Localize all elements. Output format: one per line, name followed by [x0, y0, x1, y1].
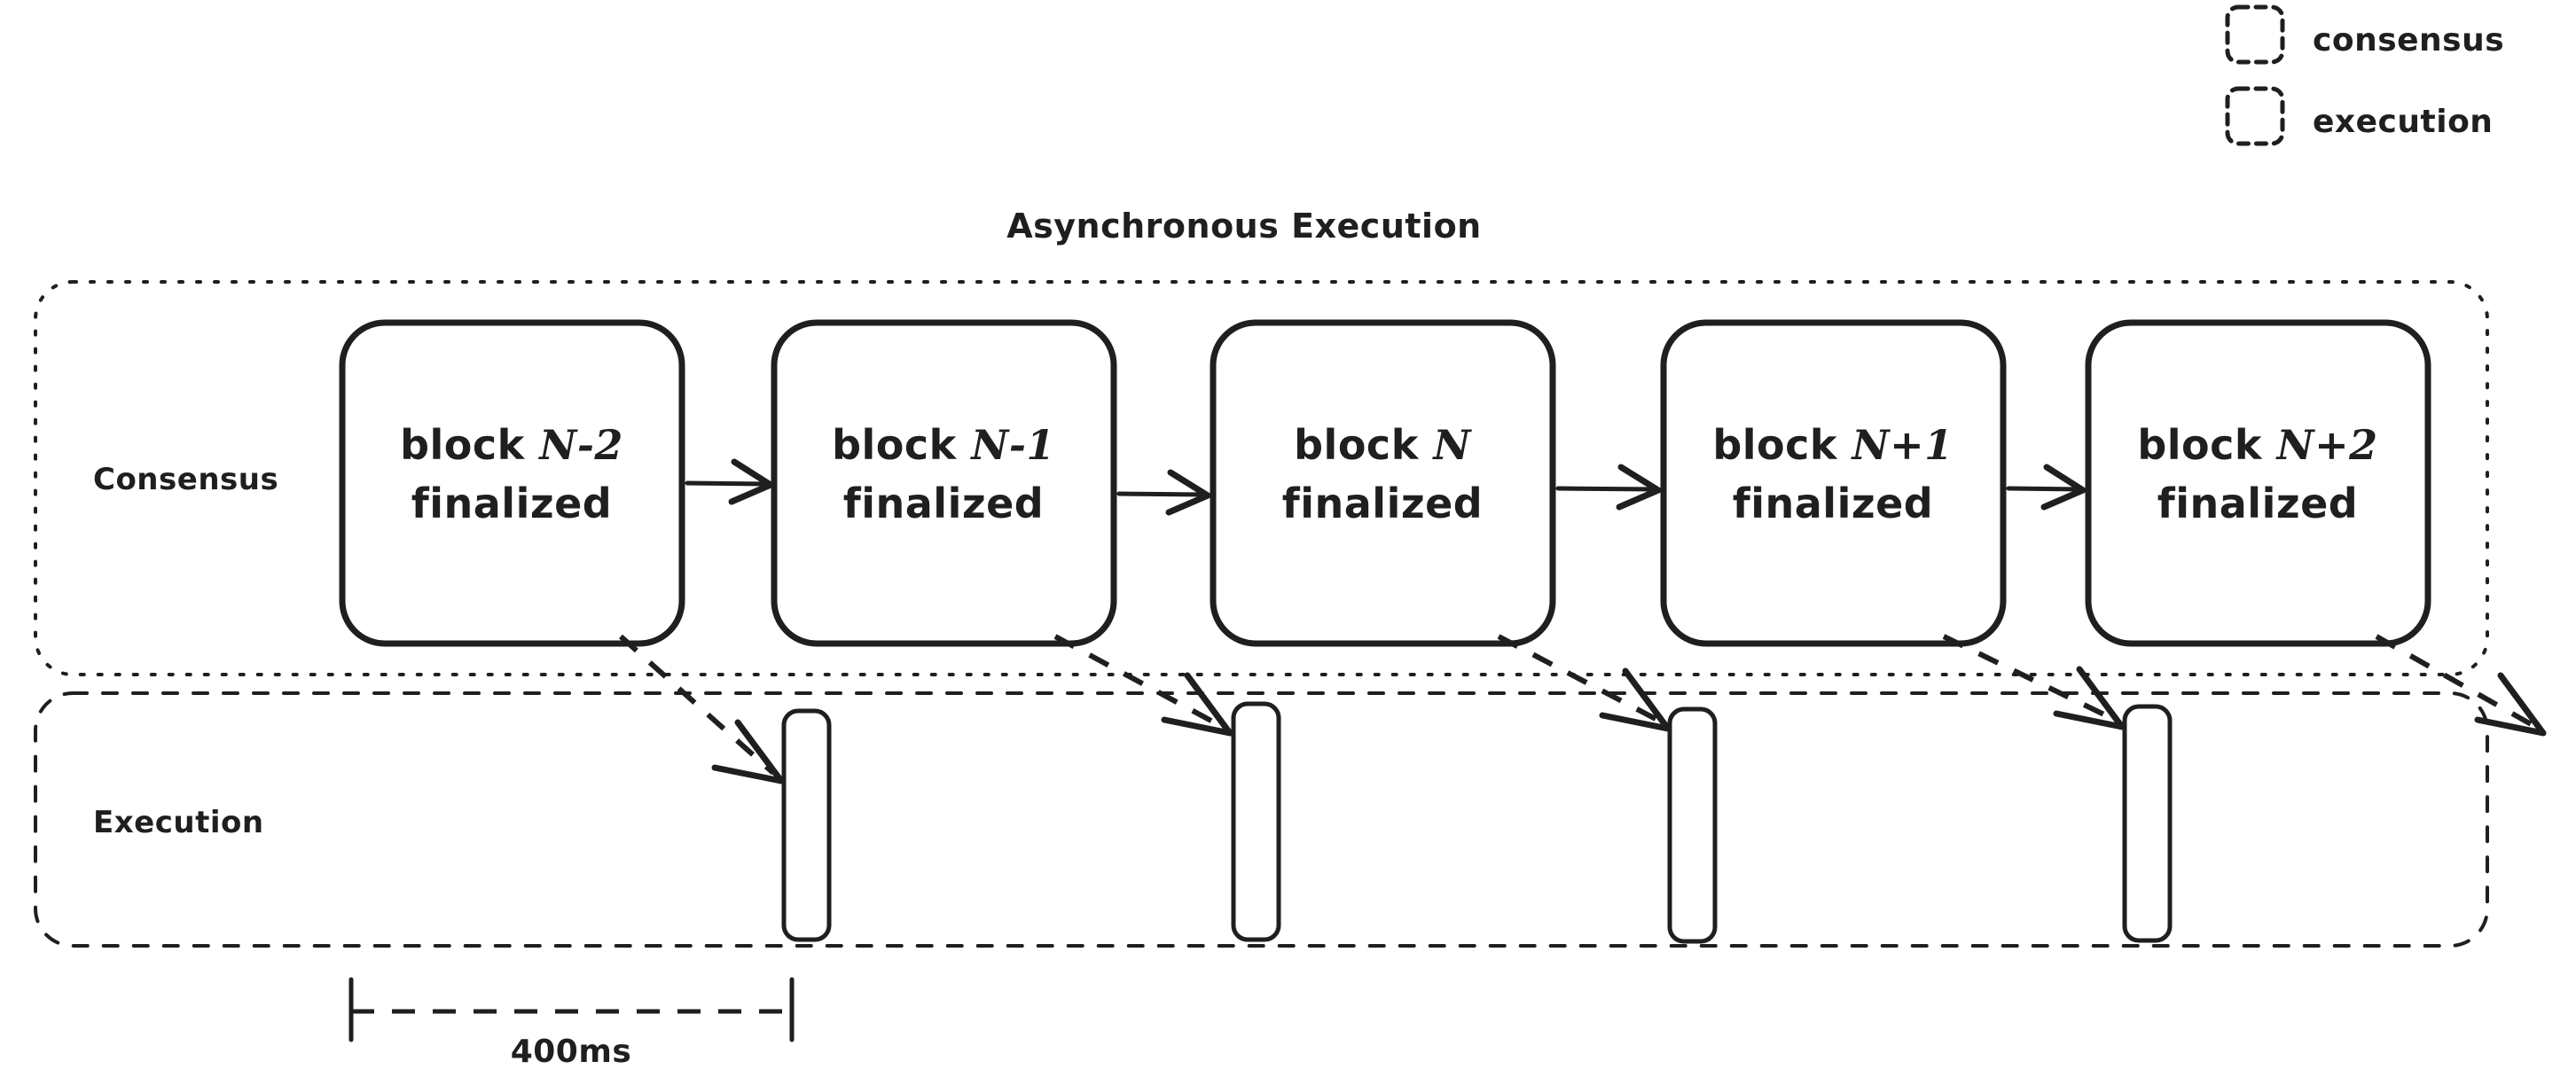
- execution-bar-4[interactable]: [2122, 704, 2173, 943]
- execution-bar-1[interactable]: [781, 708, 832, 942]
- consensus-block-4-index-line: block N+1: [1712, 421, 1953, 469]
- consensus-block-1-outline: [339, 319, 685, 647]
- consensus-block-2[interactable]: block N-1 finalized: [771, 319, 1117, 647]
- consensus-block-2-index-line: block N-1: [832, 421, 1055, 469]
- consensus-arrow-4-5: [2006, 464, 2087, 511]
- consensus-arrow-1-2: [685, 458, 774, 505]
- execution-lane-label: Execution: [93, 805, 264, 840]
- consensus-block-3-state: finalized: [1282, 480, 1484, 527]
- exec-link-arrow-5-trailing: [2375, 634, 2547, 737]
- measurement-label: 400ms: [511, 1034, 632, 1070]
- consensus-block-5[interactable]: block N+2 finalized: [2085, 319, 2431, 647]
- consensus-block-5-index-line: block N+2: [2137, 421, 2377, 469]
- execution-bar-3[interactable]: [1667, 706, 1718, 944]
- consensus-block-1[interactable]: block N-2 finalized: [339, 319, 685, 647]
- execution-bar-4-outline: [2122, 704, 2173, 943]
- consensus-block-5-outline: [2085, 319, 2431, 647]
- consensus-block-4-state: finalized: [1733, 480, 1934, 527]
- consensus-block-1-index-line: block N-2: [400, 421, 623, 469]
- consensus-lane-label: Consensus: [93, 462, 278, 497]
- exec-link-arrow-2: [1053, 634, 1233, 737]
- execution-bar-2-outline: [1231, 701, 1281, 942]
- consensus-block-4-outline: [1660, 319, 2007, 647]
- legend-execution-label: execution: [2313, 104, 2493, 140]
- consensus-arrow-2-3: [1116, 469, 1211, 516]
- diagram-title: Asynchronous Execution: [1006, 207, 1482, 246]
- exec-link-arrow-1: [618, 634, 785, 784]
- consensus-block-5-state: finalized: [2157, 480, 2359, 527]
- legend-group: consensus execution: [2225, 4, 2504, 146]
- consensus-block-3-index-line: block N: [1294, 421, 1472, 469]
- consensus-lane-container: [34, 280, 2489, 676]
- consensus-block-4[interactable]: block N+1 finalized: [1660, 319, 2007, 647]
- exec-link-arrow-4: [1942, 634, 2126, 730]
- consensus-block-3[interactable]: block N finalized: [1210, 319, 1556, 647]
- legend-execution-swatch-border: [2225, 86, 2285, 146]
- measurement-400ms: 400ms: [348, 977, 795, 1070]
- consensus-block-2-state: finalized: [843, 480, 1045, 527]
- consensus-block-3-outline: [1210, 319, 1556, 647]
- execution-bar-1-outline: [781, 708, 832, 942]
- execution-bar-2[interactable]: [1231, 701, 1281, 942]
- legend-consensus-label: consensus: [2313, 22, 2504, 59]
- exec-link-arrow-3: [1497, 634, 1672, 732]
- consensus-arrow-3-4: [1555, 464, 1662, 511]
- legend-consensus-swatch-border: [2225, 4, 2285, 65]
- execution-lane-container: [34, 691, 2489, 948]
- consensus-block-1-state: finalized: [411, 480, 613, 527]
- execution-bar-3-outline: [1667, 706, 1718, 944]
- consensus-block-2-outline: [771, 319, 1117, 647]
